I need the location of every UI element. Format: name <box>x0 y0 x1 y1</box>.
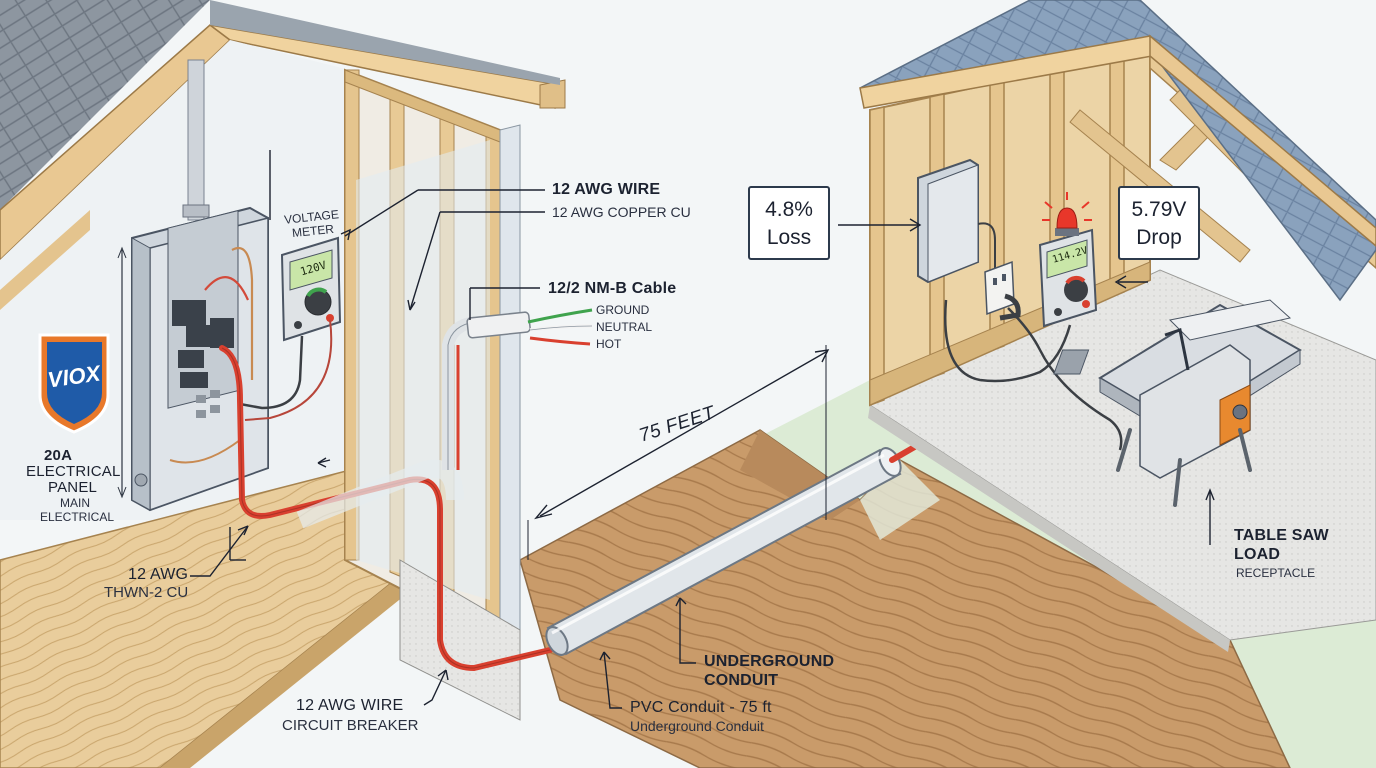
panel-label-line2: ELECTRICAL <box>26 463 121 480</box>
panel-sublabel-line2: ELECTRICAL <box>40 510 115 524</box>
loss-callout: 4.8% Loss <box>748 186 830 260</box>
drop-callout: 5.79V Drop <box>1118 186 1200 260</box>
panel-label-line1: 20A <box>44 447 73 464</box>
right-voltage-meter <box>1038 228 1098 328</box>
underground-label-line2: CONDUIT <box>704 672 779 689</box>
drop-text: Drop <box>1136 226 1182 249</box>
cable-title: 12/2 NM-B Cable <box>548 280 677 297</box>
nmb-cable-stub <box>466 308 593 346</box>
wire-bottom-title: 12 AWG WIRE <box>296 697 404 714</box>
saw-sublabel: RECEPTACLE <box>1236 566 1316 580</box>
awg-left-title: 12 AWG <box>128 566 189 583</box>
loss-value: 4.8% <box>765 198 813 221</box>
wire-bottom-subtitle: CIRCUIT BREAKER <box>282 717 419 734</box>
wire-top-subtitle: 12 AWG COPPER CU <box>552 204 691 220</box>
saw-label-line1: TABLE SAW <box>1234 527 1329 544</box>
viox-logo-icon <box>38 333 110 434</box>
main-electrical-panel <box>131 206 269 512</box>
panel-sublabel-line1: MAIN <box>60 496 90 510</box>
pvc-title: PVC Conduit - 75 ft <box>630 699 772 716</box>
left-voltage-meter <box>280 236 342 342</box>
underground-label-line1: UNDERGROUND <box>704 653 835 670</box>
sub-panel <box>917 158 979 284</box>
pvc-subtitle: Underground Conduit <box>630 718 764 734</box>
wire-top-title: 12 AWG WIRE <box>552 181 661 198</box>
alarm-light-icon <box>1042 192 1092 236</box>
table-saw <box>1053 299 1302 507</box>
panel-label-line3: PANEL <box>48 479 98 496</box>
awg-left-subtitle: THWN-2 CU <box>104 584 189 601</box>
saw-label-line2: LOAD <box>1234 546 1281 563</box>
shed-receptacle <box>984 260 1015 316</box>
cable-ground-label: GROUND <box>596 303 650 317</box>
cable-hot-label: HOT <box>596 337 622 351</box>
cable-neutral-label: NEUTRAL <box>596 320 653 334</box>
loss-text: Loss <box>766 226 812 249</box>
left-roof <box>0 0 210 210</box>
drop-value: 5.79V <box>1131 198 1187 221</box>
